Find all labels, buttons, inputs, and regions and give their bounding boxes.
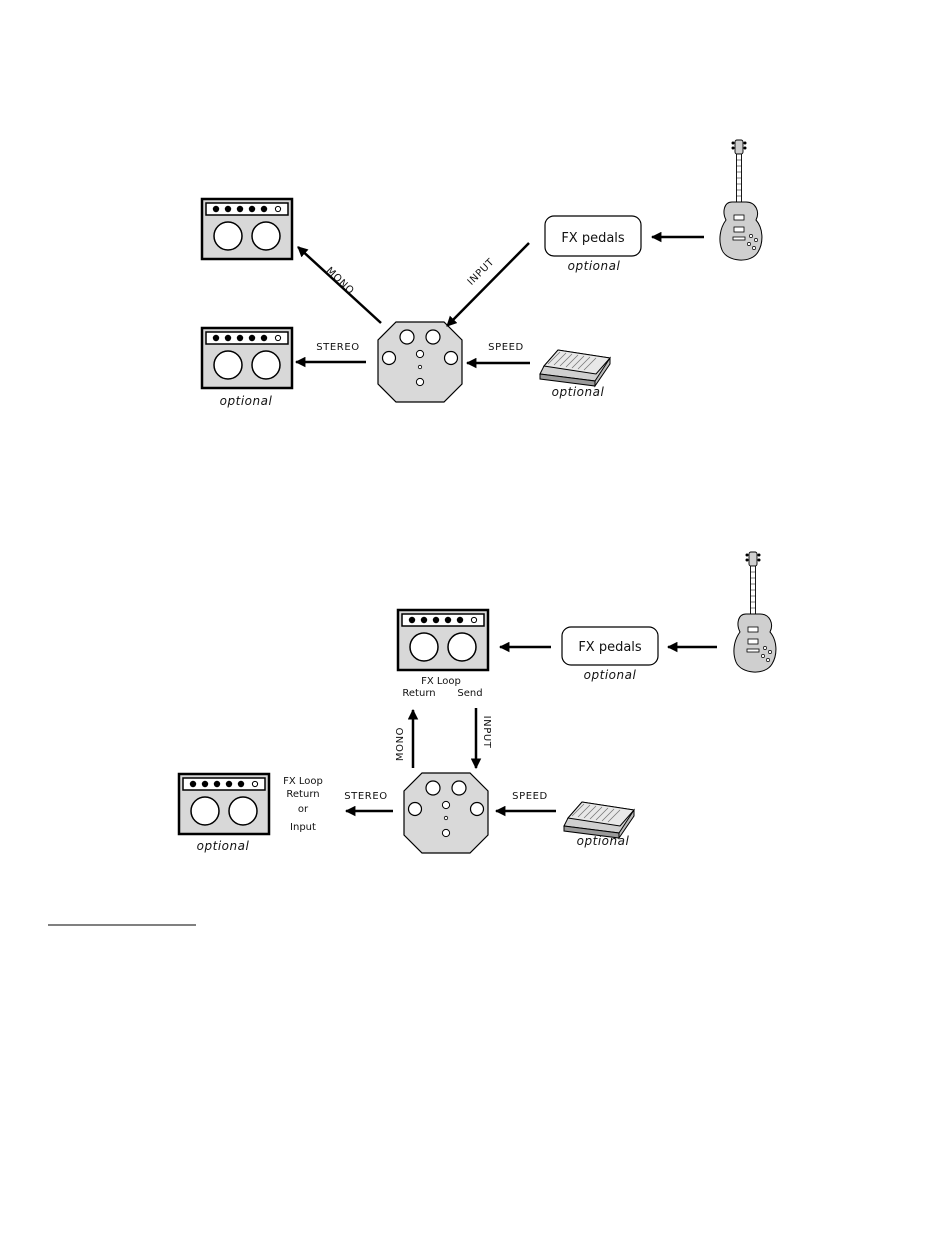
amp-mono (202, 199, 292, 259)
fx-optional-label-2: optional (584, 668, 637, 682)
loop-fx-label: FX Loop (283, 776, 323, 787)
guitar-icon-2 (734, 552, 776, 672)
amp-stereo-2 (179, 774, 269, 834)
diagram-1: optional FX pedals optional optional MON… (202, 140, 762, 408)
input-label-2: INPUT (481, 716, 492, 749)
speed-label: SPEED (488, 342, 524, 353)
send-label: Send (457, 688, 482, 699)
input-arrow (447, 243, 529, 326)
mono-label-2: MONO (395, 727, 406, 761)
loop-return-label: Return (286, 789, 319, 800)
amp-stereo (202, 328, 292, 388)
amp-optional-label-2: optional (197, 839, 250, 853)
input-label: INPUT (466, 257, 497, 288)
fx-pedals-label-2: FX pedals (578, 640, 642, 655)
guitar-icon (720, 140, 762, 260)
expression-pedal-icon (540, 350, 610, 386)
expression-pedal-icon-2 (564, 802, 634, 838)
pedal-optional-label-2: optional (577, 834, 630, 848)
amp-optional-label: optional (220, 394, 273, 408)
loop-or-label: or (298, 804, 309, 815)
fx-optional-label: optional (568, 259, 621, 273)
stereo-label: STEREO (316, 342, 360, 353)
pedal-optional-label: optional (552, 385, 605, 399)
loop-input-label: Input (290, 822, 316, 833)
effect-unit-2 (404, 773, 488, 853)
speed-label-2: SPEED (512, 791, 548, 802)
effect-unit (378, 322, 462, 402)
fx-loop-label: FX Loop (421, 676, 461, 687)
mono-label: MONO (324, 265, 356, 297)
stereo-label-2: STEREO (344, 791, 388, 802)
amp-main (398, 610, 488, 670)
diagram-2: FX Loop Return Send FX pedals optional o… (179, 552, 776, 853)
fx-pedals-label: FX pedals (561, 231, 625, 246)
return-label: Return (402, 688, 435, 699)
